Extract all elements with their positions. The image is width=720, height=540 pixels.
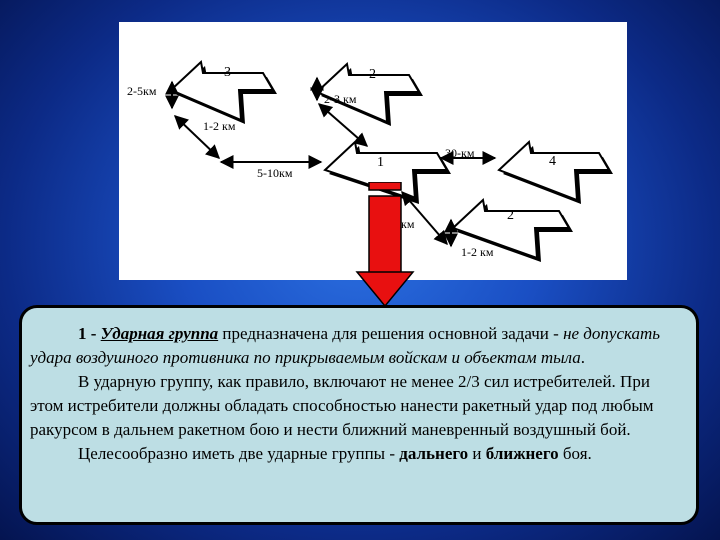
group-2-bottom-arrow — [451, 198, 573, 262]
paragraph-3-start: Целесообразно иметь две ударные группы - — [78, 444, 400, 463]
formation-svg: 3 2 1 4 2 2-5км 2-3 км 1-2 км 5-10км 30-… — [127, 60, 613, 262]
paragraph-1-end: . — [580, 348, 586, 367]
group-label-4: 4 — [549, 154, 556, 169]
dist-line-3 — [173, 115, 221, 159]
paragraph-composition: В ударную группу, как правило, включают … — [30, 372, 654, 439]
distance-label-1-2km-left: 1-2 км — [203, 119, 236, 133]
term-long-range: дальнего — [399, 444, 469, 463]
distance-label-km: км — [401, 217, 415, 231]
group-2-top-arrow — [315, 62, 423, 126]
paragraph-two-groups: Целесообразно иметь две ударные группы -… — [30, 442, 686, 466]
distance-label-5-10km: 5-10км — [257, 166, 293, 180]
red-down-arrow — [355, 182, 415, 308]
group-label-2-bottom: 2 — [507, 208, 514, 223]
paragraph-1-main: предназначена для решения основной задач… — [218, 324, 564, 343]
group-3-arrow — [169, 60, 277, 124]
term-strike-group: Ударная группа — [100, 324, 219, 343]
paragraph-1-italic: не допускать удара воздушного противника… — [30, 324, 661, 367]
distance-label-1-2km-bottom: 1-2 км — [461, 245, 494, 259]
paragraph-3-and: и — [468, 444, 486, 463]
term-close-range: ближнего — [485, 444, 559, 463]
group-4-arrow — [497, 140, 613, 204]
distance-label-2-5km: 2-5км — [127, 84, 157, 98]
group-label-2-top: 2 — [369, 67, 376, 82]
formation-diagram: 3 2 1 4 2 2-5км 2-3 км 1-2 км 5-10км 30-… — [119, 22, 627, 280]
paragraph-3-end: боя. — [558, 444, 592, 463]
dist-line-7 — [401, 190, 448, 246]
description-box: 1 - Ударная группа предназначена для реш… — [19, 305, 699, 525]
paragraph-number: 1 - — [78, 324, 101, 343]
group-label-1: 1 — [377, 155, 384, 170]
paragraph-strike-group: 1 - Ударная группа предназначена для реш… — [30, 322, 686, 370]
group-label-3: 3 — [224, 65, 231, 80]
distance-label-30km: 30-км — [445, 146, 475, 160]
distance-label-2-3km: 2-3 км — [324, 92, 357, 106]
dist-line-5 — [317, 103, 369, 147]
